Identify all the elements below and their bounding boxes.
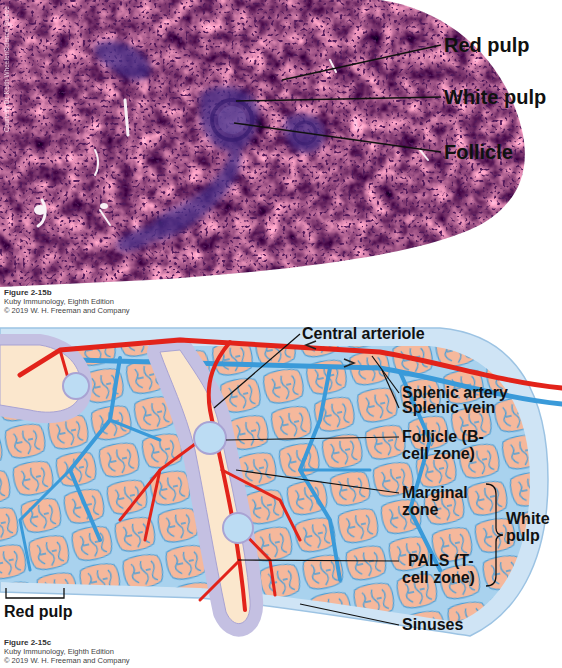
follicle-circle (223, 513, 253, 543)
callout-label: Splenic artery (402, 384, 508, 401)
follicle-ring (212, 100, 252, 140)
callout-label: Sinuses (402, 616, 463, 633)
vessel-lumen (34, 205, 46, 215)
red-pulp-region (0, 346, 530, 622)
callout-label: Splenic vein (402, 399, 495, 416)
copyright-note: © 2019 W. H. Freeman and Company (4, 306, 130, 315)
bracket-label: White pulp (506, 510, 561, 544)
figure-number: Figure 2-15b (4, 288, 52, 297)
vessel-lumen (38, 60, 428, 226)
flow-arrow (306, 341, 354, 367)
callout-label: Follicle (B-cell zone) (402, 428, 502, 462)
artery-branch (20, 340, 562, 610)
figure-number: Figure 2-15c (4, 638, 51, 647)
spleen-schematic (0, 328, 562, 636)
copyright-note: © 2019 W. H. Freeman and Company (4, 656, 130, 665)
source-note: Kuby Immunology, Eighth Edition (4, 647, 114, 656)
leader-line (234, 45, 441, 152)
callout-label: Marginal zone (402, 484, 487, 518)
source-note: Kuby Immunology, Eighth Edition (4, 297, 114, 306)
vein-branch (0, 358, 562, 580)
white-pulp-region (95, 41, 326, 252)
follicle-circle (63, 373, 89, 399)
region-label: Follicle (444, 141, 513, 164)
follicle-circle (194, 422, 226, 454)
bracket (6, 588, 64, 598)
region-label: White pulp (444, 86, 546, 109)
capsule (0, 328, 548, 636)
bracket-label: Red pulp (4, 603, 72, 620)
callout-label: Central arteriole (302, 325, 425, 342)
vessel-lumen (100, 203, 108, 209)
photo-credit: Courtesy Dr. Keith Wheeler/Science Sourc… (3, 6, 11, 132)
callout-label: PALS (T-cell zone) (402, 552, 500, 586)
region-label: Red pulp (444, 34, 530, 57)
leader-line (214, 334, 399, 625)
brace (486, 484, 503, 586)
white-pulp-region (0, 345, 250, 624)
follicle-ring (218, 106, 246, 134)
